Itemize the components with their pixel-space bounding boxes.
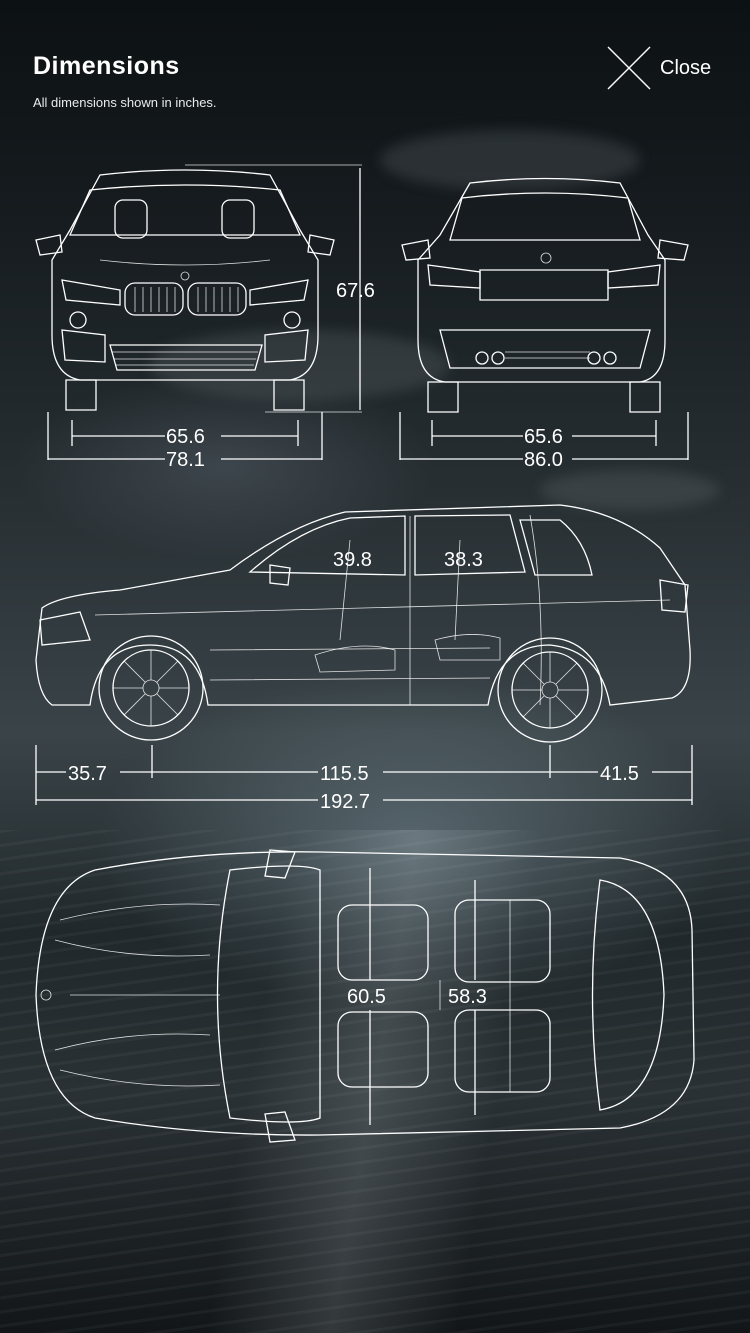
rear-headroom-value: 38.3	[444, 549, 483, 571]
top-dimension-lines	[370, 868, 475, 1125]
close-label: Close	[660, 56, 712, 79]
close-button[interactable]: Close	[606, 44, 716, 92]
front-view-car	[36, 170, 334, 410]
rear-view-car	[402, 179, 688, 413]
background-cloud	[540, 470, 720, 510]
top-view-car	[36, 850, 694, 1142]
wheelbase-value: 115.5	[320, 763, 369, 785]
rear-overhang-value: 41.5	[600, 763, 639, 785]
rear-track-value: 65.6	[524, 426, 563, 448]
side-dimension-lines	[36, 745, 692, 805]
page-title: Dimensions	[33, 52, 180, 80]
rear-shoulder-value: 58.3	[448, 986, 487, 1008]
header: Dimensions All dimensions shown in inche…	[33, 52, 217, 110]
rear-width-value: 86.0	[524, 449, 563, 471]
front-dimension-lines	[48, 165, 362, 460]
page-subtitle: All dimensions shown in inches.	[33, 95, 217, 110]
close-x-icon	[607, 46, 651, 90]
length-value: 192.7	[320, 791, 370, 813]
front-headroom-value: 39.8	[333, 549, 372, 571]
front-height-value: 67.6	[336, 280, 375, 302]
background-road	[0, 830, 750, 1333]
front-track-value: 65.6	[166, 426, 205, 448]
side-view-car	[36, 505, 690, 742]
front-overhang-value: 35.7	[68, 763, 107, 785]
front-width-value: 78.1	[166, 449, 205, 471]
front-shoulder-value: 60.5	[347, 986, 386, 1008]
rear-dimension-lines	[400, 412, 688, 460]
